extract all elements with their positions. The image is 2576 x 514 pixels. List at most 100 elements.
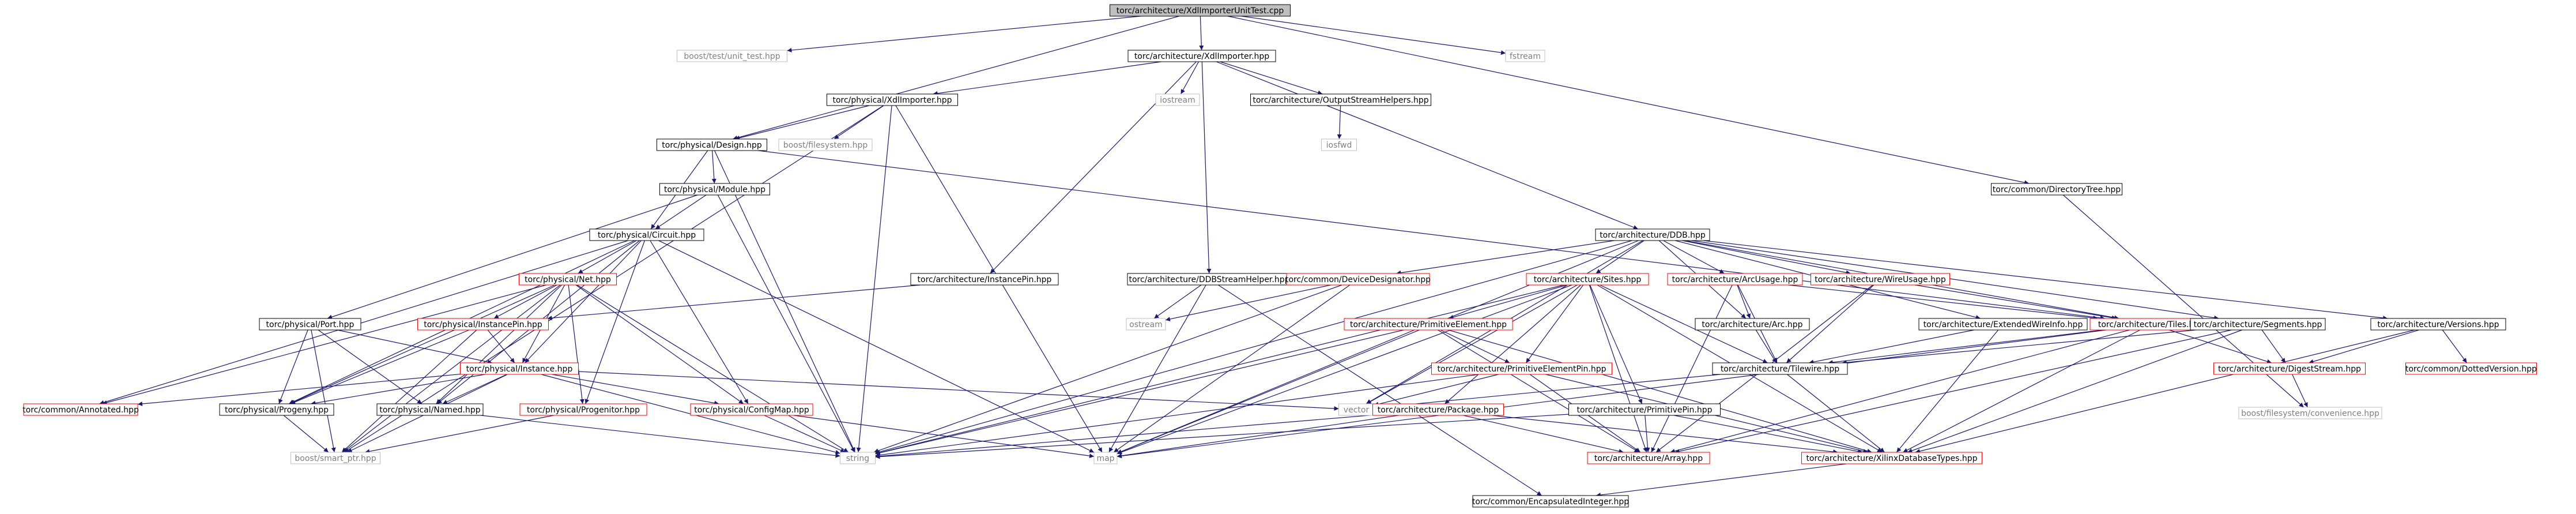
node-annotated[interactable]: torc/common/Annotated.hpp: [22, 403, 139, 416]
node-primpin[interactable]: torc/architecture/PrimitivePin.hpp: [1568, 403, 1721, 416]
edge-net-to-instancepin_phys: [493, 284, 557, 319]
node-segments[interactable]: torc/architecture/Segments.hpp: [2190, 318, 2326, 331]
edge-sites-to-tilewire: [1600, 284, 1768, 363]
edge-circuit-to-map: [658, 240, 1095, 453]
edge-devdes-to-map: [1113, 284, 1351, 453]
edge-instancepin_phys-to-smartptr: [341, 329, 477, 453]
edge-primelempin-to-vector: [1374, 374, 1499, 407]
node-instance[interactable]: torc/physical/Instance.hpp: [460, 362, 579, 375]
node-named[interactable]: torc/physical/Named.hpp: [376, 403, 484, 416]
node-progeny[interactable]: torc/physical/Progeny.hpp: [219, 403, 334, 416]
node-box: [1286, 273, 1430, 286]
node-xilinxdb[interactable]: torc/architecture/XilinxDatabaseTypes.hp…: [1801, 452, 1982, 464]
node-label: torc/architecture/Versions.hpp: [2377, 320, 2499, 329]
node-instancepin_phys[interactable]: torc/physical/InstancePin.hpp: [417, 318, 549, 331]
node-instancepin_arch[interactable]: torc/architecture/InstancePin.hpp: [910, 273, 1059, 286]
node-ddb[interactable]: torc/architecture/DDB.hpp: [1595, 228, 1710, 241]
edge-sites-to-map: [1117, 284, 1572, 455]
node-box: [659, 183, 770, 196]
node-configmap[interactable]: torc/physical/ConfigMap.hpp: [690, 403, 813, 416]
edge-ddbsh-to-ostream: [1153, 284, 1202, 319]
edge-tiles-to-xilinxdb: [1903, 329, 2140, 453]
node-label: torc/physical/ConfigMap.hpp: [694, 406, 809, 415]
node-sites[interactable]: torc/architecture/Sites.hpp: [1526, 273, 1649, 286]
node-dirtree[interactable]: torc/common/DirectoryTree.hpp: [1991, 183, 2122, 196]
node-label: torc/architecture/Arc.hpp: [1702, 320, 1802, 329]
edge-tiles-to-array: [1670, 329, 2130, 453]
edge-primelement-to-array: [1438, 329, 1639, 453]
node-label: iosfwd: [1326, 141, 1352, 150]
node-iosfwd: iosfwd: [1321, 138, 1357, 151]
node-label: boost/smart_ptr.hpp: [295, 454, 376, 463]
edge-ddbsh-to-encint: [1218, 284, 1542, 496]
node-port[interactable]: torc/physical/Port.hpp: [259, 318, 361, 331]
node-module[interactable]: torc/physical/Module.hpp: [659, 183, 770, 196]
edge-versions-to-xilinxdb: [1915, 329, 2415, 453]
node-box: [1587, 452, 1710, 464]
node-box: [23, 403, 138, 416]
edge-circuit-to-net: [578, 240, 637, 274]
edge-primpin-to-array: [1645, 415, 1650, 453]
node-primelempin[interactable]: torc/architecture/PrimitiveElementPin.hp…: [1431, 362, 1612, 375]
node-label: torc/architecture/ArcUsage.hpp: [1672, 275, 1798, 284]
edge-sites-to-vector: [1366, 284, 1578, 404]
node-label: torc/physical/Instance.hpp: [466, 365, 573, 374]
node-progenitor[interactable]: torc/physical/Progenitor.hpp: [519, 403, 647, 416]
nodes-layer: torc/architecture/XdlImporterUnitTest.cp…: [22, 4, 2537, 508]
node-box: [1667, 273, 1803, 286]
node-wireusage[interactable]: torc/architecture/WireUsage.hpp: [1811, 273, 1950, 286]
edge-net-to-progeny: [289, 284, 555, 404]
node-label: vector: [1344, 406, 1370, 415]
edge-root-to-unit_test: [787, 16, 1141, 52]
node-label: torc/architecture/OutputStreamHelpers.hp…: [1253, 96, 1428, 105]
node-box: [2238, 407, 2382, 419]
edge-xdlimp_arch-to-iostream: [1180, 61, 1199, 95]
edge-xdlimp_phys-to-filesystem: [833, 105, 884, 140]
node-label: torc/architecture/DDBStreamHelper.hpp: [1129, 275, 1289, 284]
node-xdlimp_phys[interactable]: torc/physical/XdlImporter.hpp: [827, 93, 958, 106]
node-devdes[interactable]: torc/common/DeviceDesignator.hpp: [1285, 273, 1431, 286]
edge-devdes-to-ostream: [1165, 284, 1331, 322]
node-extwireinfo[interactable]: torc/architecture/ExtendedWireInfo.hpp: [1918, 318, 2088, 331]
node-label: torc/physical/Progeny.hpp: [225, 406, 329, 415]
node-ddbsh[interactable]: torc/architecture/DDBStreamHelper.hpp: [1127, 273, 1292, 286]
node-box: [1568, 403, 1721, 416]
node-primelement[interactable]: torc/architecture/PrimitiveElement.hpp: [1344, 318, 1513, 331]
node-box: [1712, 362, 1848, 375]
node-tilewire[interactable]: torc/architecture/Tilewire.hpp: [1712, 362, 1848, 375]
edge-extwireinfo-to-tilewire: [1809, 329, 1974, 365]
node-xdlimp_arch[interactable]: torc/architecture/XdlImporter.hpp: [1127, 50, 1276, 62]
node-design[interactable]: torc/physical/Design.hpp: [657, 138, 767, 151]
node-box: [677, 50, 787, 62]
edge-versions-to-dottedversion: [2442, 329, 2468, 363]
node-versions[interactable]: torc/architecture/Versions.hpp: [2370, 318, 2506, 331]
edge-sites-to-primelement: [1449, 284, 1567, 320]
node-array[interactable]: torc/architecture/Array.hpp: [1587, 452, 1710, 464]
node-label: torc/physical/XdlImporter.hpp: [832, 96, 952, 105]
node-ostream: ostream: [1126, 318, 1166, 331]
node-box: [1110, 4, 1291, 17]
node-box: [778, 138, 873, 151]
node-root[interactable]: torc/architecture/XdlImporterUnitTest.cp…: [1110, 4, 1291, 17]
edge-root-to-dirtree: [1227, 16, 2030, 185]
node-box: [827, 93, 958, 106]
node-arcusage[interactable]: torc/architecture/ArcUsage.hpp: [1667, 273, 1803, 286]
edge-primpin-to-string: [875, 414, 1569, 459]
node-dottedversion[interactable]: torc/common/DottedVersion.hpp: [2405, 362, 2537, 375]
node-net[interactable]: torc/physical/Net.hpp: [519, 273, 617, 286]
edge-ddb-to-versions: [1703, 240, 2388, 321]
node-box: [1372, 403, 1504, 416]
node-package[interactable]: torc/architecture/Package.hpp: [1372, 403, 1504, 416]
edge-root-to-xdlimp_arch: [1199, 16, 1204, 51]
node-tiles[interactable]: torc/architecture/Tiles.hpp: [2090, 318, 2213, 331]
edge-ddb-to-segments: [1691, 240, 2219, 320]
node-circuit[interactable]: torc/physical/Circuit.hpp: [589, 228, 704, 241]
edge-net-to-smartptr: [342, 284, 561, 453]
node-arc[interactable]: torc/architecture/Arc.hpp: [1695, 318, 1810, 331]
node-box: [1505, 50, 1545, 62]
node-encint[interactable]: torc/common/EncapsulatedInteger.hpp: [1472, 495, 1629, 508]
node-label: fstream: [1510, 52, 1541, 61]
node-osh[interactable]: torc/architecture/OutputStreamHelpers.hp…: [1250, 93, 1431, 106]
node-digest[interactable]: torc/architecture/DigestStream.hpp: [2213, 362, 2366, 375]
node-label: string: [846, 454, 869, 463]
